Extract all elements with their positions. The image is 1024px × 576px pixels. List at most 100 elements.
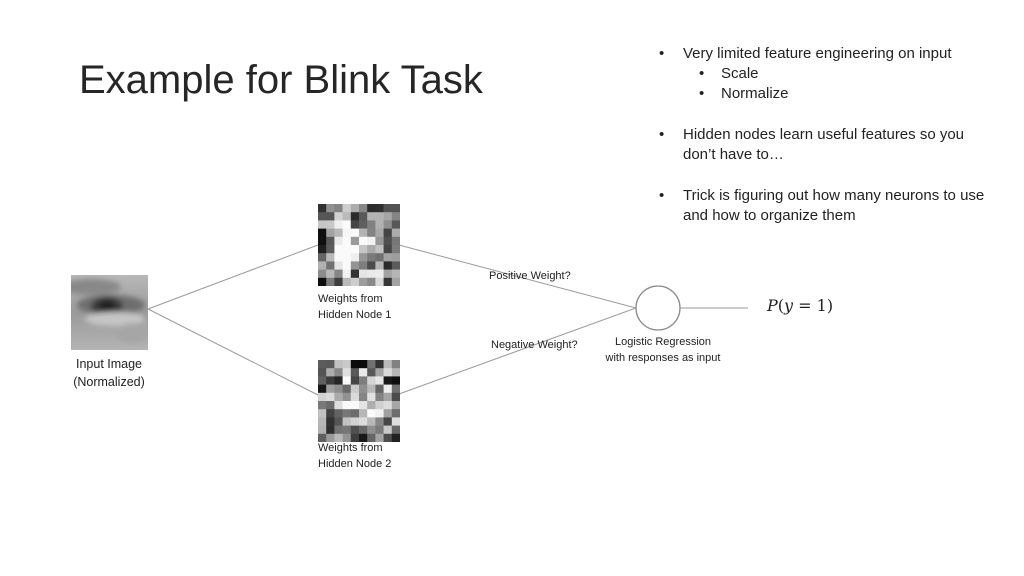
mosaic-pixel bbox=[334, 368, 343, 377]
negative-weight-label: Negative Weight? bbox=[491, 339, 578, 351]
mosaic-pixel bbox=[367, 277, 376, 286]
mosaic-pixel bbox=[359, 228, 368, 238]
mosaic-pixel bbox=[359, 409, 368, 418]
mosaic-pixel bbox=[334, 384, 343, 394]
mosaic-pixel bbox=[383, 277, 393, 286]
mosaic-pixel bbox=[318, 376, 327, 385]
mosaic-pixel bbox=[326, 433, 335, 442]
mosaic-pixel bbox=[367, 261, 376, 270]
mosaic-pixel bbox=[383, 409, 393, 418]
mosaic-pixel bbox=[391, 433, 400, 442]
edge-hidden2-to-output bbox=[398, 307, 637, 395]
mosaic-pixel bbox=[318, 269, 327, 279]
mosaic-pixel bbox=[334, 228, 343, 238]
mosaic-pixel bbox=[383, 360, 393, 369]
mosaic-pixel bbox=[391, 392, 400, 402]
mosaic-pixel bbox=[367, 368, 376, 377]
mosaic-pixel bbox=[326, 277, 335, 286]
mosaic-pixel bbox=[342, 368, 352, 377]
mosaic-pixel bbox=[350, 236, 360, 246]
mosaic-pixel bbox=[342, 376, 352, 385]
mosaic-pixel bbox=[318, 368, 327, 377]
mosaic-pixel bbox=[367, 236, 376, 246]
edge-hidden1-to-output bbox=[398, 244, 637, 309]
bullet-dot: • bbox=[699, 85, 705, 102]
mosaic-pixel bbox=[342, 212, 352, 221]
mosaic-pixel bbox=[342, 392, 352, 402]
mosaic-pixel bbox=[383, 212, 393, 221]
mosaic-pixel bbox=[342, 433, 352, 442]
mosaic-pixel bbox=[375, 277, 384, 286]
mosaic-pixel bbox=[391, 253, 400, 262]
bullet-item: • Trick is figuring out how many neurons… bbox=[655, 186, 995, 226]
mosaic-pixel bbox=[326, 204, 335, 213]
mosaic-pixel bbox=[383, 269, 393, 279]
mosaic-pixel bbox=[359, 245, 368, 254]
mosaic-pixel bbox=[350, 384, 360, 394]
mosaic-pixel bbox=[326, 220, 335, 229]
mosaic-pixel bbox=[350, 245, 360, 254]
mosaic-pixel bbox=[350, 368, 360, 377]
bullet-text: Very limited feature engineering on inpu… bbox=[683, 45, 952, 62]
mosaic-pixel bbox=[334, 253, 343, 262]
output-probability-formula: P(y = 1) bbox=[767, 296, 834, 315]
output-node-label: Logistic Regression with responses as in… bbox=[605, 336, 721, 364]
input-image-label: Input Image (Normalized) bbox=[73, 357, 145, 389]
mosaic-pixel bbox=[318, 360, 327, 369]
bullet-dot: • bbox=[659, 126, 665, 143]
mosaic-pixel bbox=[375, 360, 384, 369]
mosaic-pixel bbox=[334, 245, 343, 254]
positive-weight-label: Positive Weight? bbox=[489, 270, 571, 282]
mosaic-pixel bbox=[383, 245, 393, 254]
bullet-list: • Very limited feature engineering on in… bbox=[655, 44, 995, 226]
mosaic-pixel bbox=[350, 269, 360, 279]
mosaic-pixel bbox=[326, 261, 335, 270]
mosaic-pixel bbox=[350, 212, 360, 221]
mosaic-pixel bbox=[367, 376, 376, 385]
mosaic-pixel bbox=[375, 269, 384, 279]
mosaic-pixel bbox=[318, 384, 327, 394]
bullet-text: Hidden nodes learn useful features so yo… bbox=[683, 126, 965, 163]
mosaic-pixel bbox=[318, 401, 327, 410]
mosaic-pixel bbox=[318, 204, 327, 213]
mosaic-pixel bbox=[334, 269, 343, 279]
mosaic-pixel bbox=[383, 228, 393, 238]
mosaic-pixel bbox=[367, 269, 376, 279]
mosaic-pixel bbox=[342, 220, 352, 229]
hidden-node-1-weights-image bbox=[318, 204, 400, 286]
mosaic-pixel bbox=[375, 261, 384, 270]
mosaic-pixel bbox=[391, 204, 400, 213]
mosaic-pixel bbox=[359, 425, 368, 435]
slide-title: Example for Blink Task bbox=[79, 58, 483, 102]
mosaic-pixel bbox=[318, 245, 327, 254]
mosaic-pixel bbox=[326, 236, 335, 246]
sub-bullet-item: • Normalize bbox=[655, 84, 995, 104]
mosaic-pixel bbox=[350, 277, 360, 286]
mosaic-pixel bbox=[383, 384, 393, 394]
mosaic-pixel bbox=[350, 409, 360, 418]
mosaic-pixel bbox=[318, 236, 327, 246]
mosaic-pixel bbox=[334, 212, 343, 221]
mosaic-pixel bbox=[318, 220, 327, 229]
mosaic-pixel bbox=[391, 236, 400, 246]
mosaic-pixel bbox=[326, 212, 335, 221]
mosaic-pixel bbox=[391, 425, 400, 435]
mosaic-pixel bbox=[375, 401, 384, 410]
mosaic-pixel bbox=[367, 360, 376, 369]
mosaic-pixel bbox=[334, 392, 343, 402]
mosaic-pixel bbox=[318, 409, 327, 418]
mosaic-pixel bbox=[334, 220, 343, 229]
mosaic-pixel bbox=[359, 277, 368, 286]
mosaic-pixel bbox=[334, 204, 343, 213]
mosaic-pixel bbox=[375, 384, 384, 394]
mosaic-pixel bbox=[359, 212, 368, 221]
mosaic-pixel bbox=[318, 212, 327, 221]
mosaic-pixel bbox=[326, 368, 335, 377]
mosaic-pixel bbox=[383, 236, 393, 246]
mosaic-pixel bbox=[318, 425, 327, 435]
mosaic-pixel bbox=[334, 401, 343, 410]
mosaic-pixel bbox=[375, 433, 384, 442]
mosaic-pixel bbox=[326, 360, 335, 369]
mosaic-pixel bbox=[350, 220, 360, 229]
